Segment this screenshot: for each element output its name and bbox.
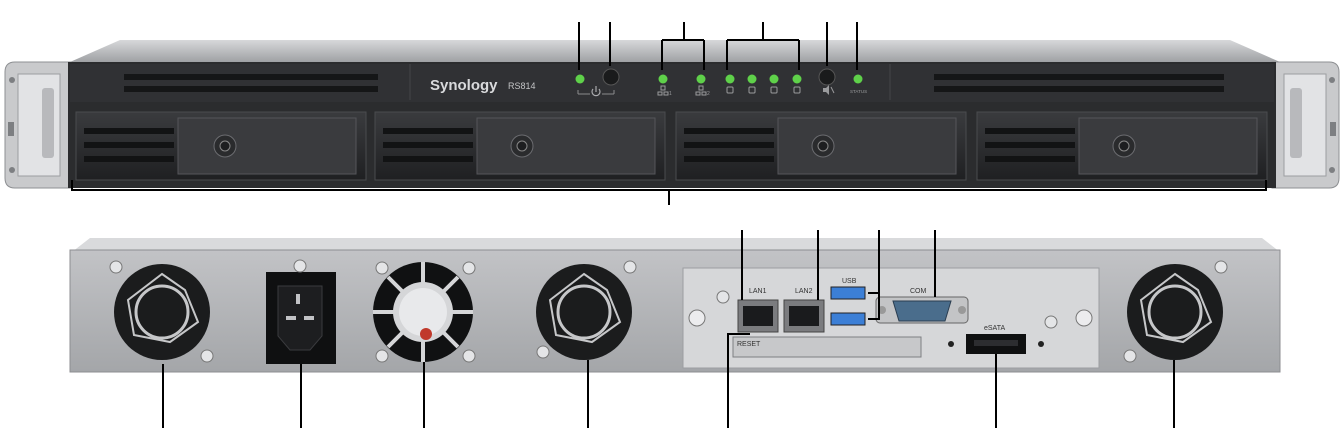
power-led: [575, 74, 585, 84]
brand-logo: Synology: [430, 77, 498, 94]
com-port[interactable]: [875, 296, 969, 324]
lan2-port[interactable]: [783, 299, 825, 333]
esata-port[interactable]: [966, 334, 1026, 354]
front-panel: Synology RS814 1 2: [4, 40, 1340, 189]
lan1-led: [658, 74, 668, 84]
rear-panel: LAN1 LAN2 USB COM RESET eSATA: [69, 238, 1281, 373]
front-vent-right: [934, 74, 1224, 92]
disk-icon: [726, 86, 801, 94]
rear-lid: [72, 238, 1280, 252]
psu-fan: [373, 261, 476, 363]
usb-port[interactable]: [830, 312, 866, 326]
lan1-led-label: 1: [669, 91, 672, 97]
drive-bay[interactable]: [675, 111, 967, 181]
power-socket[interactable]: [266, 259, 336, 364]
com-port-label: COM: [910, 288, 927, 295]
model-label: RS814: [508, 81, 536, 91]
io-thumbscrew: [1075, 309, 1093, 327]
lan2-led-label: 2: [707, 91, 710, 97]
front-callouts: [71, 22, 1267, 205]
fan: [1123, 260, 1228, 363]
chassis-lid: [70, 40, 1280, 62]
beep-off-button[interactable]: [818, 68, 836, 86]
power-icon: [591, 86, 601, 97]
front-vent-left: [124, 74, 378, 92]
reset-label: RESET: [737, 341, 761, 348]
rear-callouts: [162, 230, 1175, 428]
io-screw: [716, 290, 730, 304]
io-screw: [1044, 315, 1058, 329]
usb-port-label: USB: [842, 278, 857, 285]
usb-port[interactable]: [830, 286, 866, 300]
io-thumbscrew: [688, 309, 706, 327]
esata-port-label: eSATA: [984, 325, 1005, 332]
lan1-port-label: LAN1: [749, 288, 767, 295]
front-top-strip: [70, 64, 1274, 102]
rack-ear-left: [4, 61, 73, 189]
esata-led: [1038, 341, 1044, 347]
network-icon: [657, 85, 707, 96]
expansion-slot: [732, 336, 922, 358]
lan1-port[interactable]: [737, 299, 779, 333]
drive-bay[interactable]: [374, 111, 666, 181]
fan: [536, 260, 637, 360]
power-button[interactable]: [602, 68, 620, 86]
drive-bay[interactable]: [75, 111, 367, 181]
esata-led: [948, 341, 954, 347]
status-led: [853, 74, 863, 84]
status-led-label: STATUS: [850, 89, 867, 94]
lan2-led: [696, 74, 706, 84]
fan: [109, 260, 214, 363]
lan2-port-label: LAN2: [795, 288, 813, 295]
speaker-mute-icon: [823, 85, 835, 95]
drive-bay[interactable]: [976, 111, 1268, 181]
rack-ear-right: [1271, 61, 1340, 189]
disk-leds: [725, 74, 802, 84]
